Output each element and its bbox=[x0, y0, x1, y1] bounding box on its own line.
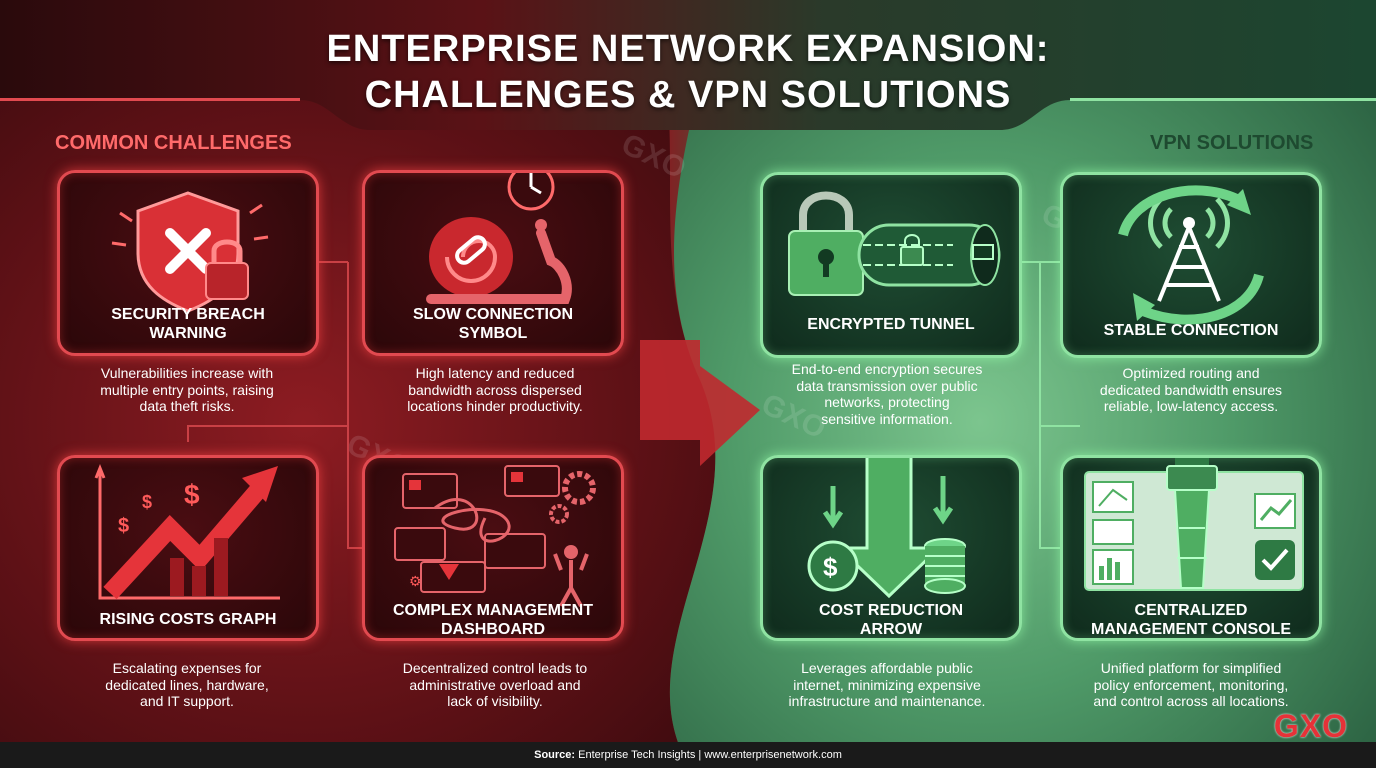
solutions-heading: VPN SOLUTIONS bbox=[1150, 132, 1314, 154]
svg-text:⚙: ⚙ bbox=[409, 573, 422, 589]
svg-text:$: $ bbox=[823, 552, 838, 582]
card-description: High latency and reduced bandwidth acros… bbox=[407, 365, 583, 414]
card-title: SLOW CONNECTION SYMBOL bbox=[413, 306, 573, 342]
card-cost-reduction: $ COST REDUCTION ARROW bbox=[760, 455, 1022, 641]
title-line-2: CHALLENGES & VPN SOLUTIONS bbox=[364, 74, 1012, 116]
card-title: COST REDUCTION ARROW bbox=[819, 602, 963, 638]
card-title: CENTRALIZED MANAGEMENT CONSOLE bbox=[1091, 602, 1291, 638]
source-text: Enterprise Tech Insights | www.enterpris… bbox=[578, 749, 842, 761]
svg-text:$: $ bbox=[184, 479, 200, 510]
card-title: ENCRYPTED TUNNEL bbox=[807, 316, 975, 333]
tangled-dashboard-icon: ⚙ bbox=[394, 465, 596, 607]
snail-chain-clock-icon bbox=[426, 173, 572, 304]
source-label: Source: bbox=[534, 749, 576, 761]
card-title: SECURITY BREACH WARNING bbox=[111, 306, 265, 342]
svg-text:$: $ bbox=[118, 515, 129, 537]
padlock-tunnel-icon bbox=[788, 191, 1001, 296]
shield-broken-lock-icon bbox=[111, 191, 269, 313]
header-accent-right bbox=[1070, 98, 1376, 101]
source-footer: Source: Enterprise Tech Insights | www.e… bbox=[0, 742, 1376, 768]
title-line-1: ENTERPRISE NETWORK EXPANSION: bbox=[326, 28, 1050, 70]
card-complex-management: ⚙ COMPLEX MANAGEMENT DASHBOARD bbox=[362, 455, 624, 641]
card-slow-connection: SLOW CONNECTION SYMBOL bbox=[362, 170, 624, 356]
card-description: Optimized routing and dedicated bandwidt… bbox=[1099, 365, 1283, 414]
card-description: Decentralized control leads to administr… bbox=[402, 660, 588, 709]
card-description: End-to-end encryption secures data trans… bbox=[791, 361, 983, 427]
card-title: RISING COSTS GRAPH bbox=[99, 611, 277, 628]
signal-tower-cycle-icon bbox=[1118, 185, 1264, 325]
card-title: STABLE CONNECTION bbox=[1103, 322, 1279, 339]
card-centralized-console: CENTRALIZED MANAGEMENT CONSOLE bbox=[1060, 455, 1322, 641]
card-description: Escalating expenses for dedicated lines,… bbox=[105, 660, 269, 709]
card-description: Leverages affordable public internet, mi… bbox=[788, 660, 986, 709]
rising-arrow-dollar-icon: $ $ $ bbox=[94, 463, 280, 600]
brand-logo: GXO bbox=[1273, 708, 1348, 744]
card-description: Vulnerabilities increase with multiple e… bbox=[100, 365, 274, 414]
card-rising-costs: $ $ $ RISING COSTS GRAPH bbox=[57, 455, 319, 641]
challenges-heading: COMMON CHALLENGES bbox=[55, 132, 292, 154]
card-title: COMPLEX MANAGEMENT DASHBOARD bbox=[393, 602, 593, 638]
card-security-breach: SECURITY BREACH WARNING bbox=[57, 170, 319, 356]
card-stable-connection: STABLE CONNECTION bbox=[1060, 172, 1322, 358]
control-tower-console-icon bbox=[1084, 458, 1304, 591]
down-arrow-coins-icon: $ bbox=[807, 458, 966, 599]
card-description: Unified platform for simplified policy e… bbox=[1093, 660, 1289, 709]
svg-text:$: $ bbox=[142, 492, 152, 512]
card-encrypted-tunnel: ENCRYPTED TUNNEL bbox=[760, 172, 1022, 358]
page-title: ENTERPRISE NETWORK EXPANSION: CHALLENGES… bbox=[0, 26, 1376, 118]
header-accent-left bbox=[0, 98, 300, 101]
